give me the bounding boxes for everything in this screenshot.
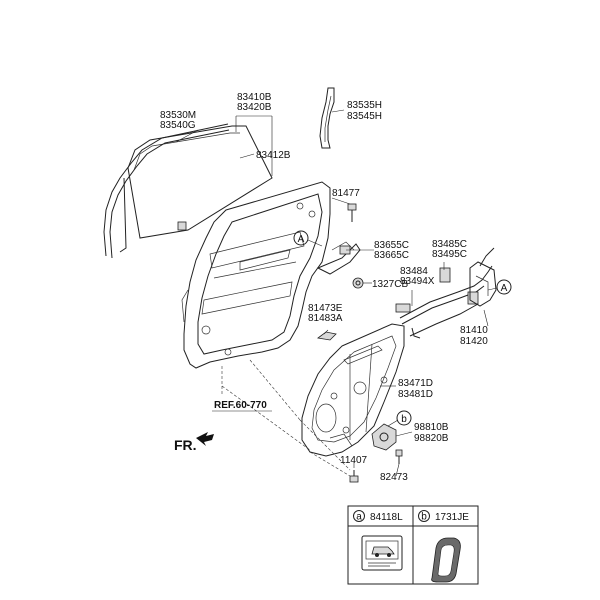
label-83481d: 83481D [398,389,433,400]
screw-11407 [349,470,359,483]
reference-label: REF.60-770 [212,400,272,412]
front-arrow-icon [196,432,214,446]
label-82473: 82473 [380,472,408,483]
label-sticker-icon [361,535,403,571]
label-98810b: 98810B [414,422,449,433]
label-83494x: 83494X [400,276,435,287]
label-83665c: 83665C [374,250,409,261]
label-81410: 81410 [460,325,488,336]
sash-channel [319,87,335,149]
nut-1327cb [352,277,364,289]
callout-b-letter: b [401,414,407,425]
label-83530m: 83530M [160,110,196,121]
callout-b: b [396,410,412,426]
screw-82473 [395,449,403,464]
callout-a-right-letter: A [501,283,508,294]
label-98820b: 98820B [414,433,449,444]
callout-a-right: A [496,279,512,295]
legend-a-part: 84118L [370,512,403,523]
callout-a-left-letter: A [298,234,305,245]
label-11407: 11407 [340,455,368,466]
label-83471d: 83471D [398,378,433,389]
glass-run-channel [103,123,230,259]
part-labels: 83410B 83420B 83530M 83540G 83412B 83535… [160,92,488,483]
front-label: FR. [174,437,197,453]
label-83412b: 83412B [256,150,291,161]
label-83484: 83484 [400,266,428,277]
cable-assembly [395,265,493,339]
callout-a-left: A [293,230,309,246]
label-83495c: 83495C [432,249,467,260]
leader-lines [175,109,498,477]
door-glass [127,125,273,239]
label-81420: 81420 [460,336,488,347]
ref-text: REF.60-770 [214,400,267,411]
label-83535h: 83535H [347,100,382,111]
door-inner-panel [181,181,331,369]
door-latch [409,247,497,337]
bolt-81477 [347,203,357,222]
label-83420b: 83420B [237,102,272,113]
front-direction-indicator: FR. [174,432,214,453]
label-83485c: 83485C [432,239,467,250]
label-83545h: 83545H [347,111,382,122]
label-1327cb: 1327CB [372,279,408,290]
legend-a-letter: a [356,512,362,523]
window-regulator [301,323,405,457]
label-83655c: 83655C [374,240,409,251]
label-83540g: 83540G [160,120,196,131]
inside-handle [317,331,337,341]
legend-b-letter: b [421,512,427,523]
legend-table: a 84118L b 1731JE [347,505,479,585]
label-81483a: 81483A [308,313,343,324]
label-83410b: 83410B [237,92,272,103]
regulator-motor [371,423,397,451]
label-81477: 81477 [332,188,360,199]
outside-handle [316,241,361,275]
label-81473e: 81473E [308,303,343,314]
grommet-icon [431,537,461,583]
legend-b-part: 1731JE [435,512,469,523]
